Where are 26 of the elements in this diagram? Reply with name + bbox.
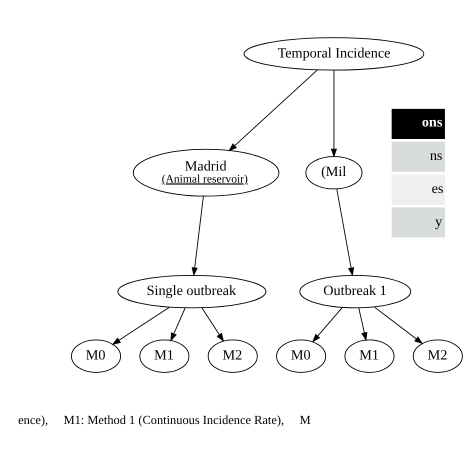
node-ellipse: Single outbreak [117,274,266,308]
node-ellipse: M0 [71,340,122,373]
arrow [374,306,424,344]
node-ellipse: Madrid (Animal reservoir) [132,148,280,197]
node-ellipse: M0 [276,340,326,373]
node-ellipse: Temporal Incidence [244,37,424,71]
node-ellipse: (Mil [305,156,362,190]
arrow [312,307,343,343]
label: ence), M1: Method 1 (Continuous Incidence Rate), M [18,412,311,427]
arrow [336,188,354,276]
node-ellipse: M1 [344,340,394,373]
label: ns [430,148,442,164]
label: y [435,214,442,230]
arrow [170,308,186,342]
arrow [112,306,170,345]
arrow [192,196,204,276]
arrow [202,308,224,342]
node-ellipse: M2 [412,340,463,373]
label: es [432,180,444,197]
arrow [330,70,338,158]
node-ellipse: M2 [208,340,258,373]
label: ons [422,114,442,130]
arrow [228,70,318,152]
node-ellipse: M1 [139,340,190,373]
node-ellipse: Outbreak 1 [299,274,412,308]
arrow [358,308,368,342]
